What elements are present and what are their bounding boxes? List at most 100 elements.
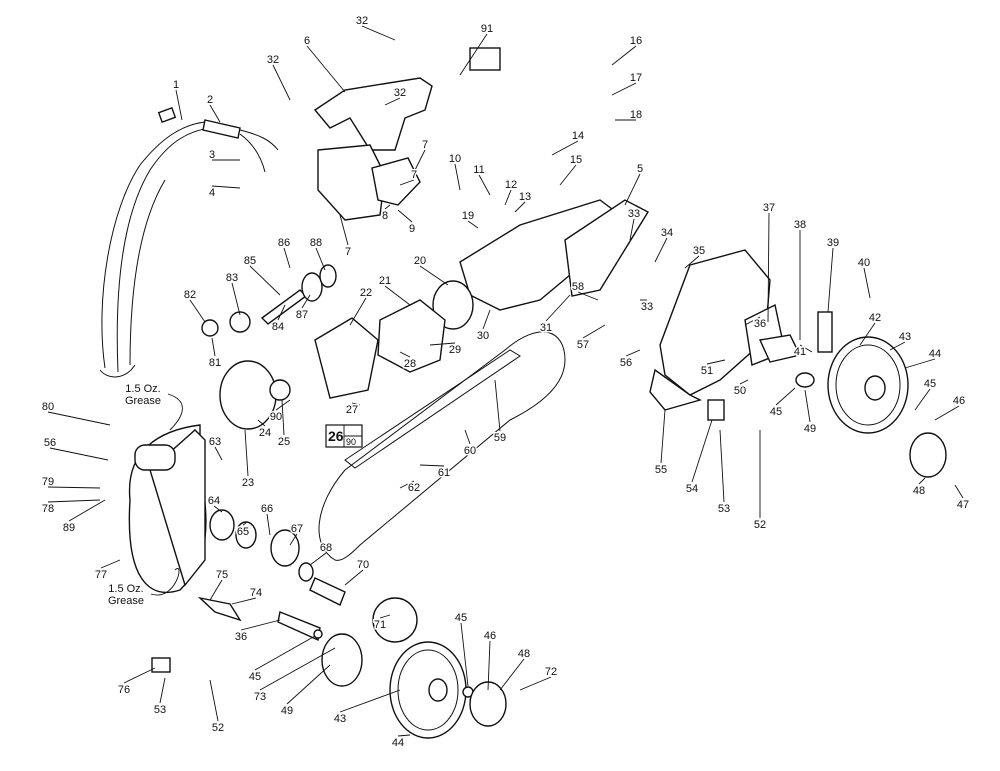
leader-line: [339, 214, 349, 246]
leader-line: [209, 579, 223, 601]
leader-line: [504, 189, 512, 206]
callout-91: 91: [481, 23, 493, 35]
leader-line: [231, 597, 257, 605]
callout-76: 76: [118, 684, 130, 696]
callout-68: 68: [320, 542, 332, 554]
leader-line: [68, 499, 106, 522]
leader-line: [918, 477, 926, 485]
leader-line: [259, 647, 336, 691]
callout-41: 41: [794, 346, 806, 358]
leader-line: [551, 140, 579, 156]
callout-36: 36: [754, 318, 766, 330]
leader-line: [799, 344, 813, 353]
callout-37: 37: [763, 202, 775, 214]
callout-88: 88: [310, 237, 322, 249]
callout-21: 21: [379, 275, 391, 287]
callout-24: 24: [259, 427, 271, 439]
callout-3: 3: [209, 149, 215, 161]
leader-line: [361, 25, 396, 41]
leader-line: [301, 294, 311, 309]
leader-line: [384, 97, 401, 106]
callout-54: 54: [686, 483, 698, 495]
callout-44: 44: [392, 737, 404, 749]
belt-and-blade: [318, 331, 566, 561]
callout-36: 36: [235, 631, 247, 643]
leader-line: [859, 322, 876, 346]
callout-78: 78: [42, 503, 54, 515]
leader-line: [429, 342, 456, 346]
leader-line: [349, 297, 367, 326]
callout-74: 74: [250, 587, 262, 599]
callout-89: 89: [63, 522, 75, 534]
callout-83: 83: [226, 272, 238, 284]
leader-line: [577, 291, 599, 301]
callout-15: 15: [570, 154, 582, 166]
leader-line: [175, 89, 183, 121]
leader-line: [804, 389, 811, 423]
leader-line: [123, 667, 156, 684]
leader-line: [344, 569, 364, 586]
leader-line: [460, 622, 469, 687]
grease-note: Grease: [108, 595, 144, 607]
callout-6: 6: [304, 35, 310, 47]
callout-72: 72: [545, 666, 557, 678]
callout-48: 48: [518, 648, 530, 660]
callout-42: 42: [869, 312, 881, 324]
callout-7: 7: [422, 139, 428, 151]
callout-84: 84: [272, 321, 284, 333]
callout-81: 81: [209, 357, 221, 369]
leader-line: [482, 309, 491, 330]
leader-line: [625, 349, 641, 357]
callout-79: 79: [42, 476, 54, 488]
callout-39: 39: [827, 237, 839, 249]
leader-line: [339, 689, 401, 713]
leader-line: [739, 379, 749, 385]
callout-62: 62: [408, 482, 420, 494]
grease-note-leader: [167, 393, 183, 431]
callout-33: 33: [628, 208, 640, 220]
shaft-parts: [201, 264, 337, 337]
callout-2: 2: [207, 94, 213, 106]
leader-line: [315, 247, 326, 271]
callout-7: 7: [411, 169, 417, 181]
leader-line: [266, 513, 271, 536]
leader-line: [545, 294, 571, 322]
callout-23: 23: [242, 477, 254, 489]
callout-86: 86: [278, 237, 290, 249]
callout-61: 61: [438, 467, 450, 479]
leader-line: [487, 640, 491, 691]
leader-line: [244, 429, 249, 477]
leader-line: [611, 82, 637, 96]
leader-line: [379, 614, 391, 619]
leader-line: [214, 446, 223, 461]
leader-line: [499, 658, 525, 691]
leader-line: [240, 619, 281, 631]
leader-line: [889, 341, 906, 351]
leader-line: [414, 149, 426, 171]
leader-line: [706, 359, 726, 365]
leader-line: [559, 164, 577, 186]
callout-22: 22: [360, 287, 372, 299]
leader-line: [514, 201, 526, 213]
callout-51: 51: [701, 365, 713, 377]
leader-line: [209, 104, 221, 123]
leader-line: [309, 552, 327, 566]
leader-line: [272, 64, 291, 101]
callout-73: 73: [254, 691, 266, 703]
callout-49: 49: [804, 423, 816, 435]
leader-line: [494, 379, 501, 432]
callout-71: 71: [374, 619, 386, 631]
callout-11: 11: [473, 164, 484, 176]
callout-30: 30: [477, 330, 489, 342]
callout-53: 53: [154, 704, 166, 716]
leader-line: [249, 265, 281, 296]
gear-case: [128, 424, 418, 643]
leader-line: [49, 447, 109, 461]
callout-4: 4: [209, 187, 215, 199]
leader-line: [827, 247, 834, 313]
callout-67: 67: [291, 523, 303, 535]
leader-line: [519, 676, 552, 691]
leader-line: [277, 304, 286, 321]
leader-line: [283, 247, 291, 269]
